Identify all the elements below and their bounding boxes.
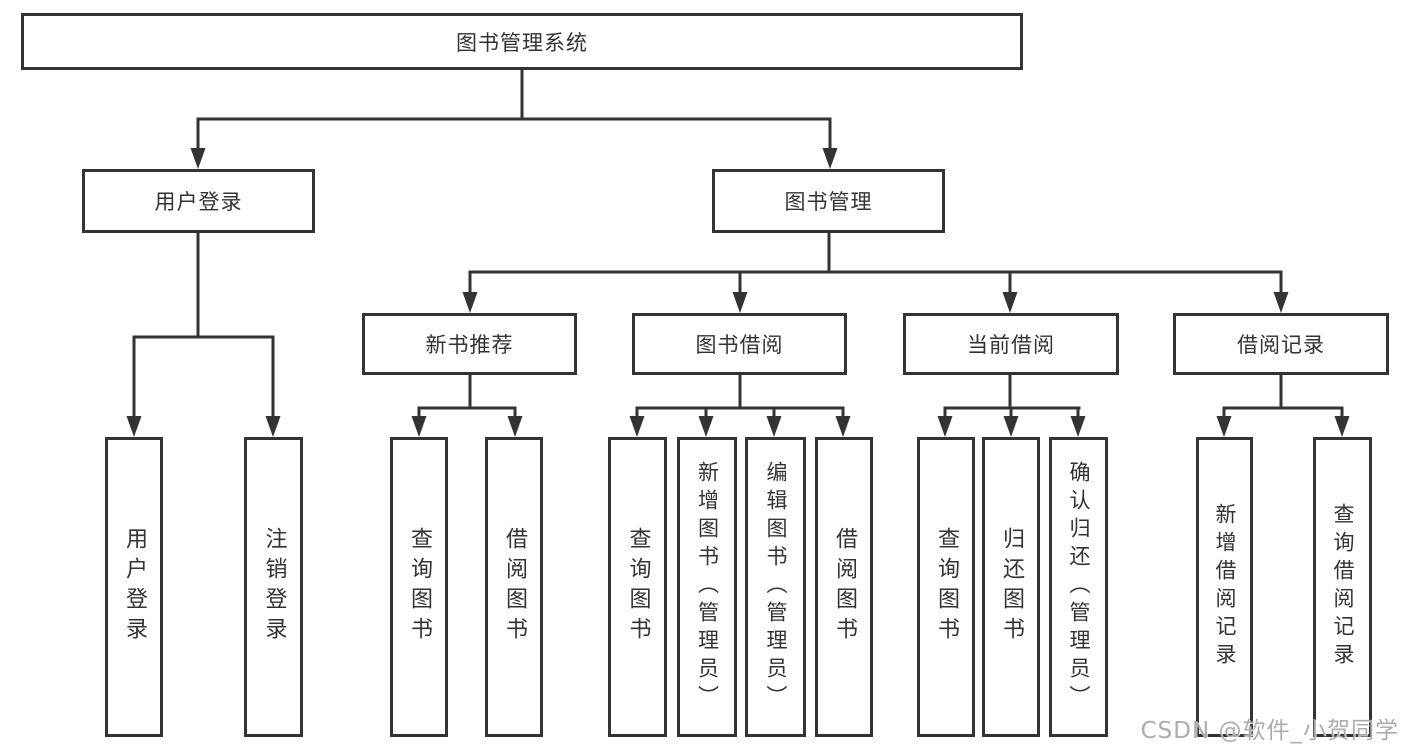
node-label: 注销登录 bbox=[261, 527, 287, 647]
leaf-logout: 注销登录 bbox=[244, 437, 303, 737]
node-user-login: 用户登录 bbox=[82, 169, 315, 233]
node-label: 编辑图书（管理员） bbox=[764, 461, 788, 713]
node-label: 确认归还（管理员） bbox=[1067, 461, 1091, 713]
leaf-add-borrow-record: 新增借阅记录 bbox=[1196, 437, 1253, 737]
node-label: 借阅图书 bbox=[832, 527, 857, 647]
arrowheads bbox=[126, 148, 1350, 437]
node-label: 新增图书（管理员） bbox=[695, 461, 720, 713]
node-book-management: 图书管理 bbox=[712, 169, 945, 233]
leaf-add-book-admin: 新增图书（管理员） bbox=[677, 437, 737, 737]
node-label: 查询借阅记录 bbox=[1331, 503, 1355, 671]
leaf-query-book-3: 查询图书 bbox=[917, 437, 975, 737]
node-label: 当前借阅 bbox=[967, 333, 1055, 357]
node-label: 用户登录 bbox=[122, 527, 147, 647]
node-root: 图书管理系统 bbox=[21, 13, 1023, 70]
leaf-query-borrow-record: 查询借阅记录 bbox=[1313, 437, 1372, 737]
leaf-return-book: 归还图书 bbox=[982, 437, 1040, 737]
node-label: 查询图书 bbox=[625, 527, 651, 647]
leaf-borrow-book-1: 借阅图书 bbox=[485, 437, 543, 737]
watermark: CSDN @软件_小贺同学 bbox=[1140, 718, 1399, 744]
node-label: 图书管理系统 bbox=[456, 30, 588, 55]
node-current-borrow: 当前借阅 bbox=[903, 313, 1119, 375]
leaf-confirm-return-admin: 确认归还（管理员） bbox=[1049, 437, 1108, 737]
node-label: 新增借阅记录 bbox=[1213, 503, 1237, 671]
node-label: 查询图书 bbox=[407, 527, 432, 647]
node-borrow-record: 借阅记录 bbox=[1173, 313, 1389, 375]
node-label: 图书管理 bbox=[784, 190, 873, 214]
leaf-query-book-2: 查询图书 bbox=[608, 437, 667, 737]
node-label: 新书推荐 bbox=[425, 333, 514, 357]
leaf-edit-book-admin: 编辑图书（管理员） bbox=[745, 437, 806, 737]
leaf-borrow-book-2: 借阅图书 bbox=[815, 437, 873, 737]
leaf-user-login: 用户登录 bbox=[105, 437, 163, 737]
node-label: 查询图书 bbox=[934, 527, 959, 647]
node-label: 归还图书 bbox=[999, 527, 1024, 647]
node-book-borrow: 图书借阅 bbox=[632, 313, 847, 375]
node-label: 图书借阅 bbox=[695, 333, 784, 357]
node-label: 用户登录 bbox=[154, 190, 243, 214]
node-new-book-recommend: 新书推荐 bbox=[362, 313, 577, 375]
node-label: 借阅记录 bbox=[1237, 333, 1325, 357]
leaf-query-book-1: 查询图书 bbox=[390, 437, 448, 737]
node-label: 借阅图书 bbox=[502, 527, 527, 647]
